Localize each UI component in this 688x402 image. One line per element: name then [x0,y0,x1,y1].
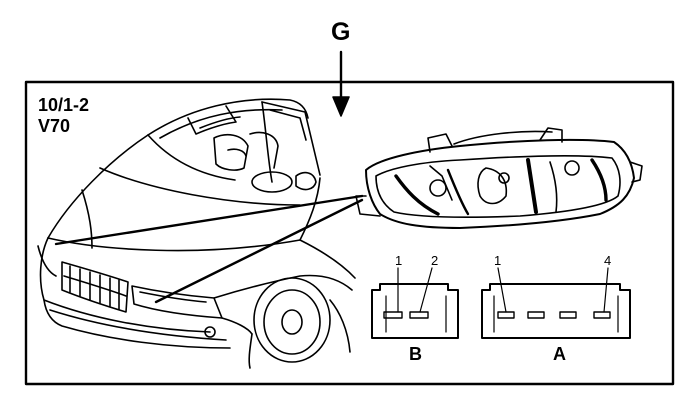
headlamp-unit [355,127,643,229]
model-name: V70 [38,116,71,136]
connector-a [481,267,631,339]
diagram-frame [24,80,675,386]
view-label: G [331,18,351,46]
view-arrow [332,50,350,117]
connector-a-pin-1: 1 [494,253,502,268]
connector-b-label: B [409,344,422,364]
connector-b-pin-2: 2 [431,253,439,268]
car-illustration [37,98,356,369]
connector-b [371,267,459,339]
callout-lines [54,194,364,304]
model-code: 10/1-2 [38,95,90,115]
connector-b-pin-1: 1 [395,253,403,268]
connector-a-label: A [553,344,566,364]
connector-a-pin-4: 4 [604,253,612,268]
